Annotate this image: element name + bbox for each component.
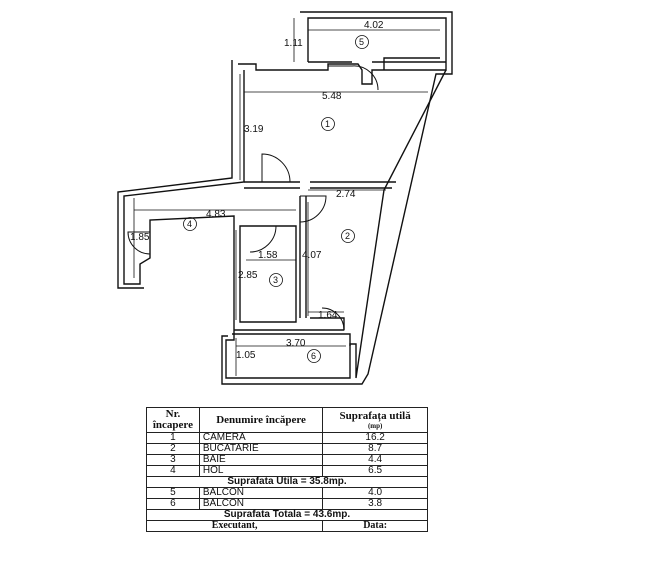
- row-area: 6.5: [322, 465, 428, 477]
- room-4-marker: [183, 217, 197, 231]
- data-label: Data:: [322, 520, 428, 532]
- row-area: 8.7: [322, 443, 428, 455]
- room-5-marker: [355, 35, 369, 49]
- row-nr: 4: [146, 465, 200, 477]
- table-row: 6 BALCON 3.8: [146, 498, 428, 510]
- room-3-number: 3: [273, 275, 278, 285]
- table-row: 1 CAMERA 16.2: [146, 432, 428, 444]
- table-row: 5 BALCON 4.0: [146, 487, 428, 499]
- row-area: 4.4: [322, 454, 428, 466]
- row-name: BUCATARIE: [198, 443, 324, 455]
- header-area-unit: (mp): [367, 421, 383, 430]
- row-name: BAIE: [198, 454, 324, 466]
- dim-3-19: 3.19: [244, 124, 264, 135]
- room-6-marker: [307, 349, 321, 363]
- room-2-number: 2: [345, 231, 350, 241]
- doors: [127, 65, 379, 331]
- walls: [117, 11, 453, 385]
- row-nr: 5: [146, 487, 200, 499]
- dim-1-11: 1.11: [284, 38, 303, 49]
- dim-4-07: 4.07: [302, 250, 322, 261]
- executant-label: Executant,: [145, 520, 324, 532]
- table-row: 4 HOL 6.5: [146, 465, 428, 477]
- row-name: BALCON: [198, 498, 324, 510]
- floor-plan: 4.02 1.11 5.48 3.19 2.74 4.83 1.85 1.58 …: [117, 11, 453, 385]
- room-2-marker: [341, 229, 355, 243]
- room-markers: [183, 35, 369, 363]
- row-nr: 3: [146, 454, 200, 466]
- dim-1-58: 1.58: [258, 250, 278, 261]
- summary-row-utila: Suprafata Utila = 35.8mp.: [146, 476, 428, 488]
- room-3-marker: [269, 273, 283, 287]
- dim-4-83: 4.83: [206, 209, 226, 220]
- room-5-number: 5: [359, 37, 364, 47]
- suprafata-totala: Suprafata Totala = 43.6mp.: [146, 509, 428, 521]
- suprafata-utila: Suprafata Utila = 35.8mp.: [146, 476, 428, 488]
- summary-row-totala: Suprafata Totala = 43.6mp.: [146, 509, 428, 521]
- row-name: HOL: [198, 465, 324, 477]
- header-area: Suprafața utilă (mp): [322, 407, 428, 433]
- row-nr: 6: [146, 498, 200, 510]
- dimension-lines: [133, 18, 440, 376]
- dim-2-74: 2.74: [336, 189, 356, 200]
- table-row: 2 BUCATARIE 8.7: [146, 443, 428, 455]
- row-name: BALCON: [198, 487, 324, 499]
- room-6-number: 6: [311, 351, 316, 361]
- dim-4-02: 4.02: [364, 20, 384, 31]
- dim-1-05: 1.05: [236, 350, 256, 361]
- room-1-marker: [321, 117, 335, 131]
- room-1-number: 1: [325, 119, 330, 129]
- row-name: CAMERA: [198, 432, 324, 444]
- row-area: 3.8: [322, 498, 428, 510]
- dim-3-70: 3.70: [286, 338, 306, 349]
- dim-1-85: 1.85: [130, 232, 150, 243]
- dim-1-64: 1.64: [318, 310, 338, 321]
- header-name: Denumire încăpere: [198, 407, 324, 433]
- row-nr: 2: [146, 443, 200, 455]
- row-nr: 1: [146, 432, 200, 444]
- dim-5-48: 5.48: [322, 91, 342, 102]
- room-4-number: 4: [187, 219, 192, 229]
- table-header-row: Nr. încapere Denumire încăpere Suprafața…: [146, 407, 428, 433]
- header-nr: Nr. încapere: [146, 407, 200, 433]
- area-table: Nr. încapere Denumire încăpere Suprafața…: [145, 407, 428, 532]
- dim-2-85: 2.85: [238, 270, 258, 281]
- table-row: 3 BAIE 4.4: [146, 454, 428, 466]
- row-area: 16.2: [322, 432, 428, 444]
- footer-row: Executant, Data:: [145, 520, 428, 532]
- header-area-label: Suprafața utilă: [339, 409, 411, 422]
- row-area: 4.0: [322, 487, 428, 499]
